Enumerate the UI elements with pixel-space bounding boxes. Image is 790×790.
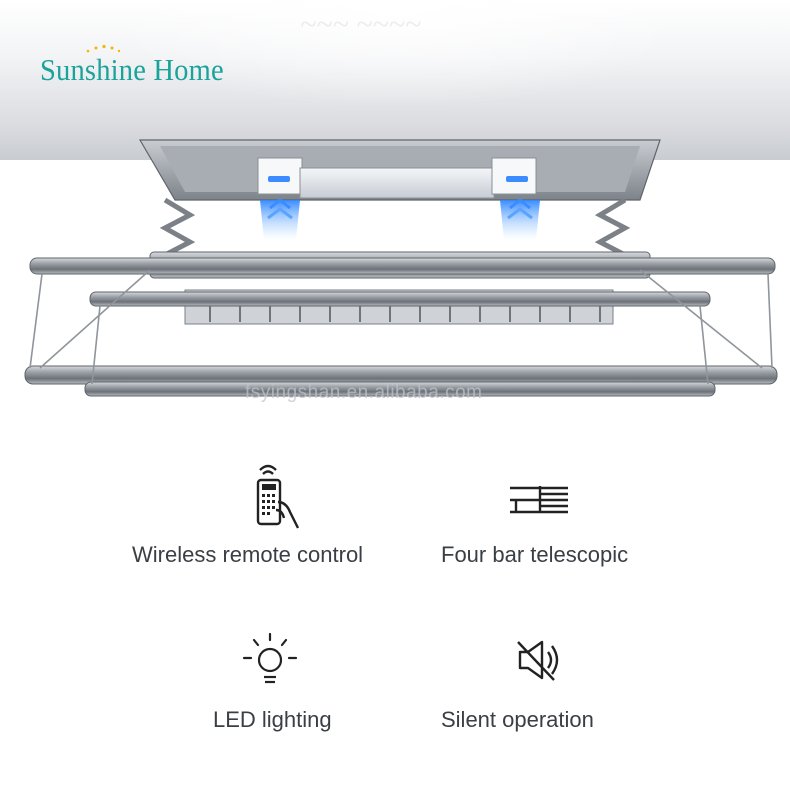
blue-airflow-right: [500, 198, 540, 240]
feature-label-silent: Silent operation: [441, 707, 594, 732]
blue-airflow-left: [260, 198, 300, 240]
brand-sparkle-icon: [86, 44, 121, 53]
feature-label-remote: Wireless remote control: [132, 542, 364, 567]
mute-speaker-icon: [514, 636, 566, 684]
light-bulb-icon: [240, 630, 300, 690]
telescopic-bars-icon: [506, 482, 572, 518]
ceiling-light-glow: [0, 0, 790, 160]
brand-logo: Sunshine Home: [40, 52, 224, 87]
feature-label-telescopic: Four bar telescopic: [441, 542, 629, 567]
svg-text:~~~ ~~~~: ~~~ ~~~~: [300, 8, 421, 41]
drying-rack-illustration: [24, 139, 778, 397]
feature-label-led: LED lighting: [213, 707, 332, 732]
ceiling-logo-mark: ~~~ ~~~~: [300, 8, 421, 41]
watermark-text: fsyingshan.en.alibaba.com: [245, 382, 483, 403]
remote-control-icon: [250, 462, 306, 532]
